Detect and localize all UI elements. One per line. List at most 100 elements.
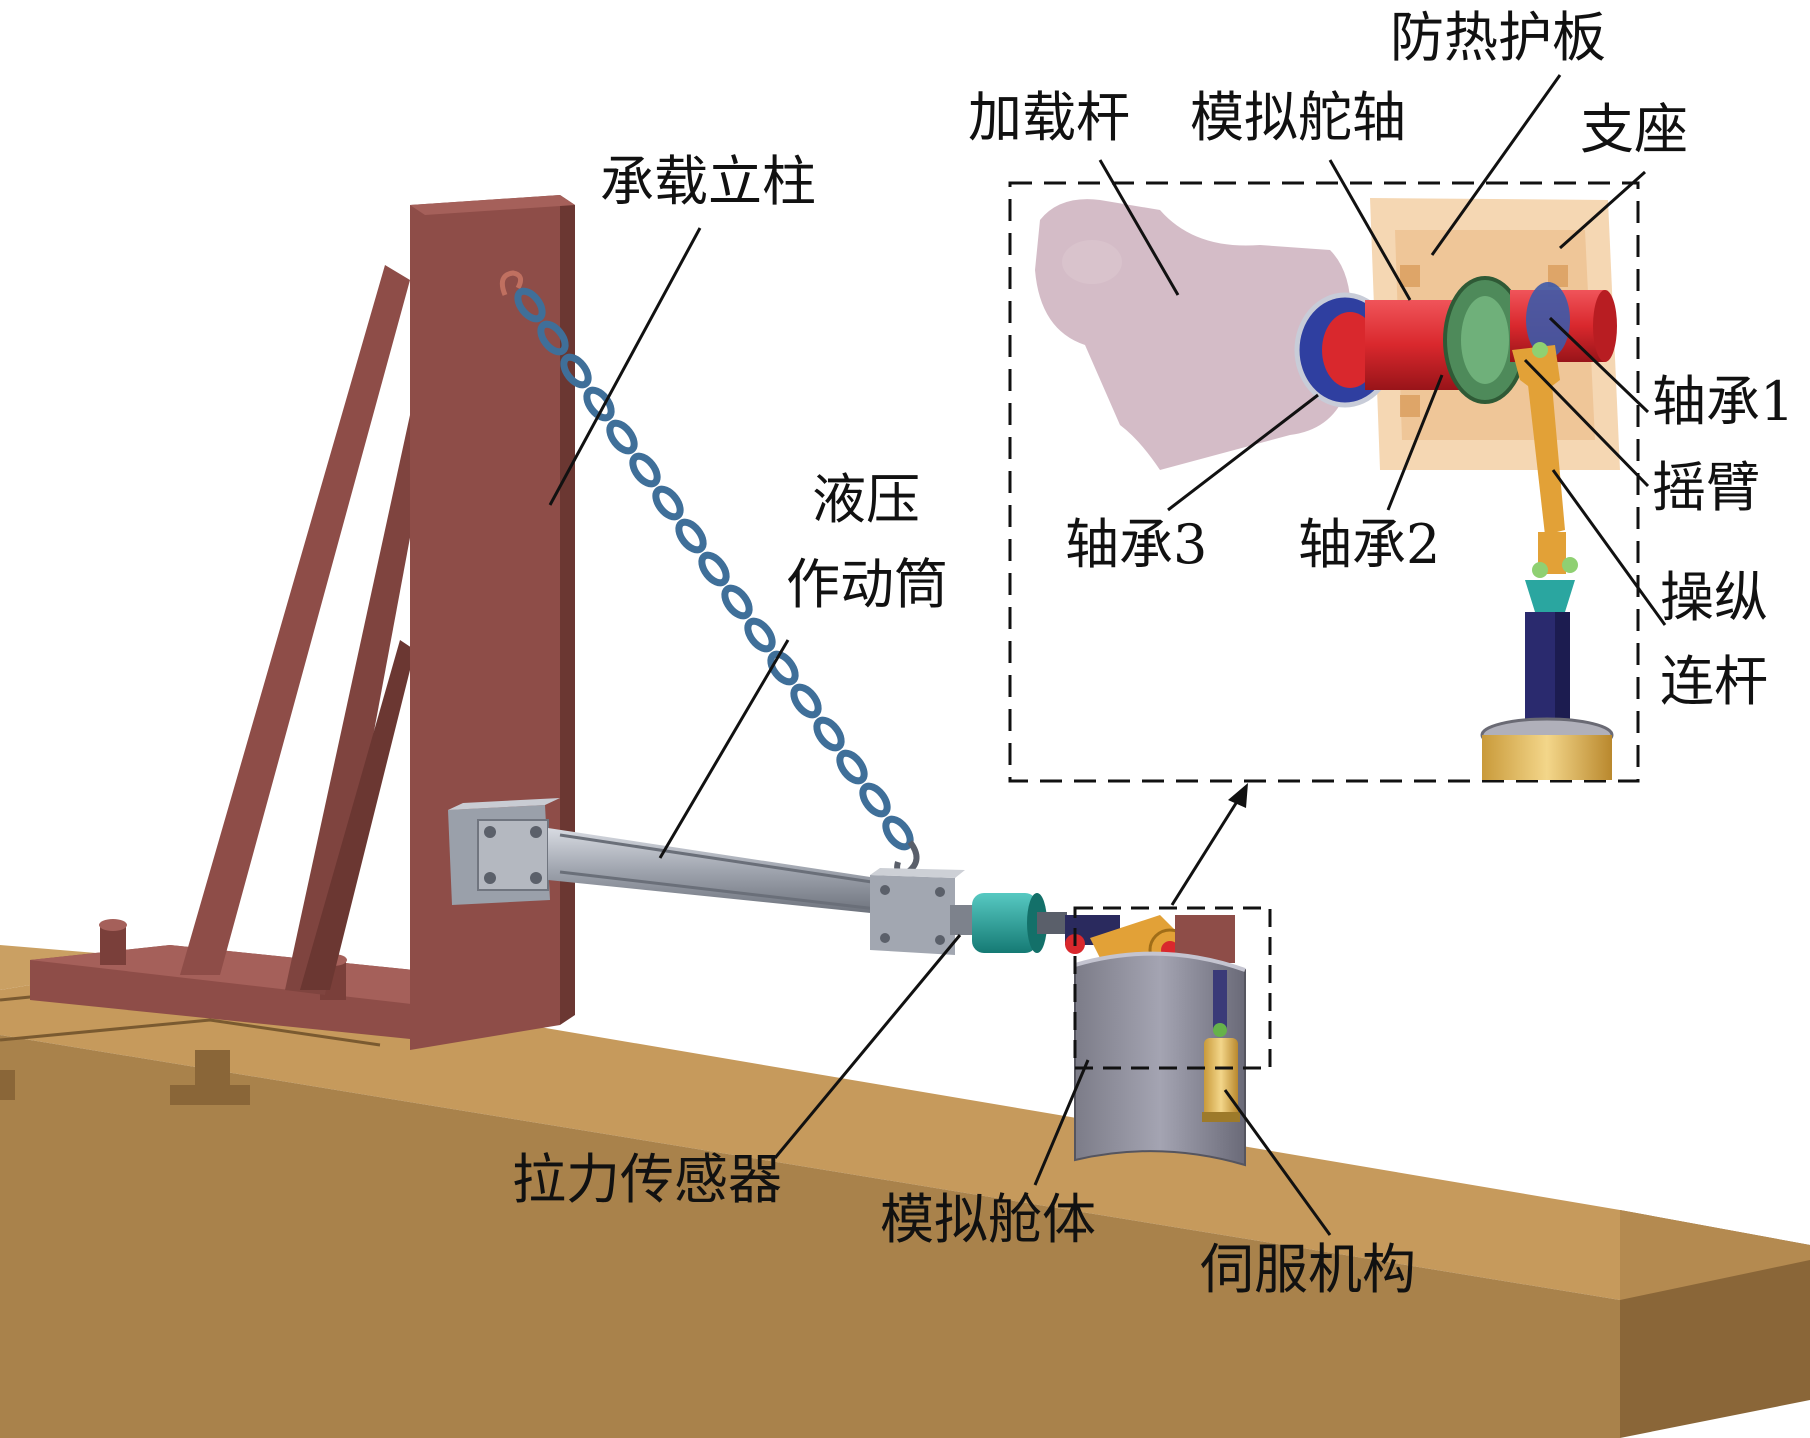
leader-sifu <box>1223 1089 1332 1236</box>
chain-link <box>629 452 661 488</box>
flange-bolt <box>880 933 890 943</box>
leader-zhoucheng2 <box>1386 374 1444 511</box>
actuator-front-block <box>870 875 955 955</box>
chain-link <box>859 782 891 818</box>
flange-bolt <box>935 935 945 945</box>
sensor-body <box>972 893 1037 953</box>
leader-caozong <box>1551 469 1667 626</box>
label-loading-rod: 加载杆 <box>968 86 1130 149</box>
label-rocker-arm: 摇臂 <box>1652 456 1760 519</box>
seat-bolt <box>1400 265 1420 287</box>
base-beam-end-top <box>1620 1210 1810 1300</box>
zoom-arrow-shaft <box>1170 799 1240 906</box>
sensor-rod <box>1037 912 1067 934</box>
servo-link <box>1213 970 1227 1030</box>
leader-zhoucheng1 <box>1548 316 1650 414</box>
chain-link <box>537 320 569 356</box>
brace-leg <box>285 415 430 995</box>
servo-clevis <box>1525 580 1575 612</box>
leader-cangti <box>1033 1059 1090 1186</box>
label-bearing-3: 轴承3 <box>1065 513 1208 576</box>
brace-web <box>300 640 415 990</box>
leader-zhoucheng3 <box>1167 393 1319 512</box>
flange-bolt <box>530 826 542 838</box>
label-hydraulic-line2: 作动筒 <box>786 553 948 616</box>
t-slot-foot <box>170 1050 250 1105</box>
leader-yeya <box>658 639 790 859</box>
flange-bolt <box>484 872 496 884</box>
chain-link <box>721 584 753 620</box>
chain-link <box>514 287 546 323</box>
servo-joint <box>1213 1023 1227 1037</box>
label-load-bearing-column: 承载立柱 <box>600 150 816 213</box>
chain-link <box>767 650 799 686</box>
chain-link <box>675 518 707 554</box>
flange-bolt <box>484 826 496 838</box>
tie-rod <box>559 833 886 886</box>
load-bearing-column <box>30 195 575 1050</box>
tension-sensor <box>950 893 1067 953</box>
inset-servo-body <box>1482 735 1612 780</box>
brace-leg <box>180 265 410 975</box>
hydraulic-actuator <box>448 798 965 955</box>
tie-rod <box>559 870 886 912</box>
chain-link <box>652 485 684 521</box>
label-servo-mechanism: 伺服机构 <box>1200 1238 1416 1301</box>
leader-jiazaigan <box>1098 159 1180 296</box>
label-support-seat: 支座 <box>1580 98 1688 161</box>
column-post-top <box>410 195 575 215</box>
rod-eye-hole <box>1062 240 1122 284</box>
leader-lines <box>548 74 1667 1236</box>
flange-bolt <box>530 872 542 884</box>
inset-bearing-2-inner <box>1461 296 1509 384</box>
leader-lali <box>773 934 962 1159</box>
chain-link <box>882 815 914 851</box>
link-pin <box>1562 557 1578 573</box>
leader-fanghu <box>1430 74 1562 256</box>
rocker-pin <box>1532 342 1548 358</box>
label-hydraulic-line1: 液压 <box>812 468 920 531</box>
actuator-front-block-top <box>870 868 965 878</box>
column-post-front <box>410 195 560 1050</box>
chain-link <box>813 716 845 752</box>
chain-link <box>836 749 868 785</box>
seat-bolt <box>1548 265 1568 287</box>
zoom-arrow-head <box>1228 783 1248 808</box>
t-slot-foot <box>0 1070 15 1100</box>
inset-shaft-end <box>1322 312 1378 388</box>
chain-link <box>790 683 822 719</box>
cabin-rim <box>1074 951 1246 972</box>
flange-bolt <box>880 885 890 895</box>
actuator-rear-block-top <box>448 798 560 810</box>
label-simulated-rudder-shaft: 模拟舵轴 <box>1190 86 1406 149</box>
chain-hook-top <box>499 270 524 296</box>
servo-cap <box>1202 1112 1240 1122</box>
label-tension-sensor: 拉力传感器 <box>512 1148 782 1211</box>
label-bearing-2: 轴承2 <box>1298 513 1441 576</box>
leader-monirod <box>1328 159 1412 301</box>
servo-body <box>1204 1038 1238 1118</box>
column-post-side <box>560 195 575 1025</box>
bolt-head <box>99 919 127 931</box>
label-control-link-line1: 操纵 <box>1660 566 1768 629</box>
leader-chengzai <box>548 227 702 506</box>
base-beam <box>0 945 1810 1438</box>
floor-groove <box>0 1018 381 1047</box>
inset-servo-rod-shade <box>1555 612 1570 722</box>
inset-bearing-1 <box>1526 282 1570 358</box>
leader-zhizuo <box>1559 170 1646 250</box>
chain-link <box>744 617 776 653</box>
actuator-barrel <box>548 828 890 915</box>
bolt <box>100 925 126 965</box>
chain-link <box>698 551 730 587</box>
base-beam-front <box>0 1035 1620 1438</box>
chain-link <box>606 419 638 455</box>
sensor-stub <box>950 905 975 935</box>
leader-yaobi <box>1523 358 1650 488</box>
detail-inset <box>1008 181 1640 783</box>
zoom-arrow <box>1170 783 1248 906</box>
label-simulated-cabin: 模拟舱体 <box>880 1188 1096 1251</box>
label-bearing-1: 轴承1 <box>1652 370 1795 433</box>
